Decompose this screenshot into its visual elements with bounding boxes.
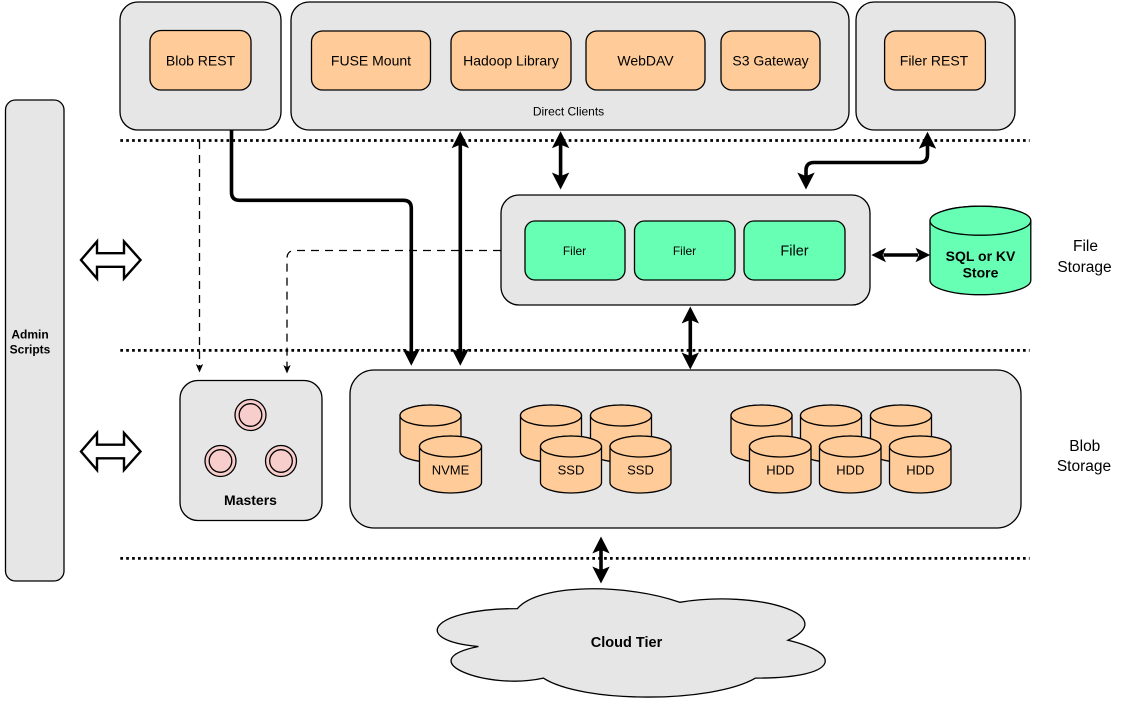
svg-text:Direct Clients: Direct Clients: [533, 104, 604, 118]
svg-text:SQL or KV: SQL or KV: [946, 248, 1016, 264]
svg-text:Masters: Masters: [224, 492, 277, 508]
svg-text:WebDAV: WebDAV: [617, 53, 674, 69]
svg-text:FUSE Mount: FUSE Mount: [331, 53, 411, 69]
svg-text:Filer: Filer: [673, 244, 696, 258]
svg-text:NVME: NVME: [432, 463, 470, 478]
svg-text:SSD: SSD: [558, 463, 585, 478]
svg-text:Filer: Filer: [780, 244, 808, 260]
svg-text:HDD: HDD: [836, 463, 864, 478]
svg-text:S3 Gateway: S3 Gateway: [732, 53, 808, 69]
svg-text:Store: Store: [963, 265, 999, 281]
svg-text:Hadoop Library: Hadoop Library: [463, 53, 559, 69]
svg-text:Storage: Storage: [1057, 259, 1111, 276]
svg-text:File: File: [1073, 238, 1098, 255]
svg-text:HDD: HDD: [906, 463, 934, 478]
svg-text:Filer REST: Filer REST: [900, 53, 969, 69]
svg-text:Filer: Filer: [563, 244, 586, 258]
svg-text:SSD: SSD: [627, 463, 654, 478]
svg-text:Blob REST: Blob REST: [166, 53, 236, 69]
svg-text:Cloud Tier: Cloud Tier: [591, 635, 663, 651]
svg-text:HDD: HDD: [766, 463, 794, 478]
svg-text:Admin: Admin: [11, 328, 48, 342]
svg-text:Scripts: Scripts: [10, 343, 51, 357]
svg-text:Blob: Blob: [1069, 438, 1100, 455]
svg-text:Storage: Storage: [1057, 458, 1111, 475]
